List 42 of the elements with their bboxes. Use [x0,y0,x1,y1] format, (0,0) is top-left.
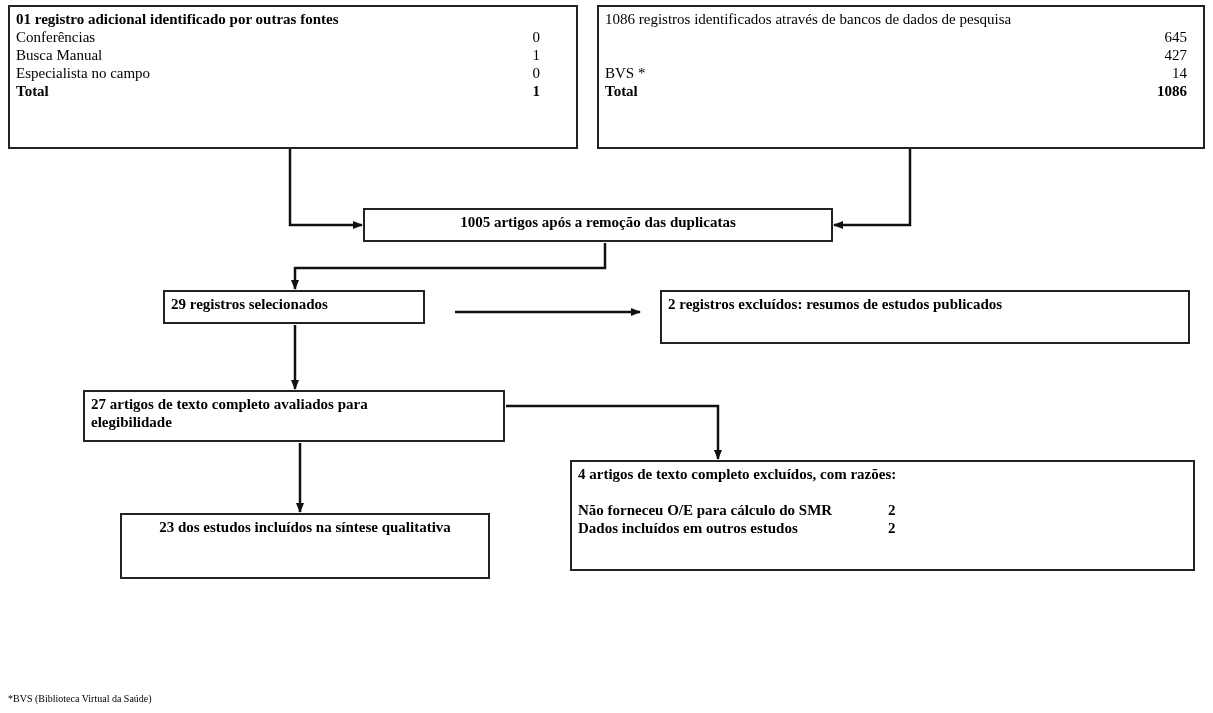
box-text: 1005 artigos após a remoção das duplicatas [459,213,737,231]
arrow [833,149,912,229]
footnote: *BVS (Biblioteca Virtual da Saúde) [8,693,152,704]
arrow [455,308,641,316]
process-box [163,290,425,324]
process-box [660,290,1190,344]
row-value: 645 [1164,28,1187,46]
arrow [288,149,363,229]
row-value: 1 [532,82,540,100]
row-label: Total [16,82,49,100]
process-box [597,5,1205,149]
process-box [363,208,833,242]
row-label: Especialista no campo [16,64,151,82]
arrow [506,404,722,460]
row-label: Total [605,82,638,100]
box-text: 27 artigos de texto completo avaliados para elegibilidade [91,395,369,431]
reason-count: 2 [888,501,896,519]
process-box [570,460,1195,571]
reason-count: 2 [888,519,896,537]
box-text: 2 registros excluídos: resumos de estudos publicados [668,295,1004,313]
row-label: Busca Manual [16,46,103,64]
process-box [8,5,578,149]
box-heading: 4 artigos de texto completo excluídos, com razões: [578,465,898,483]
arrow [291,325,299,390]
row-value: 14 [1172,64,1187,82]
box-text: 23 dos estudos incluídos na síntese qualitativa [158,518,452,536]
row-value: 0 [532,28,540,46]
row-value: 427 [1164,46,1187,64]
row-value: 1086 [1157,82,1187,100]
arrow [291,243,607,290]
reason-text: Dados incluídos em outros estudos [578,519,799,537]
row-value: 1 [532,46,540,64]
row-label: Conferências [16,28,96,46]
row-label: BVS * [605,64,646,82]
reason-text: Não forneceu O/E para cálculo do SMR [578,501,834,519]
box-text: 29 registros selecionados [171,295,329,313]
process-box [120,513,490,579]
arrow [296,443,304,513]
row-value: 0 [532,64,540,82]
box-heading: 1086 registros identificados através de bancos de dados de pesquisa [605,10,1013,28]
process-box [83,390,505,442]
box-heading: 01 registro adicional identificado por outras fontes [16,10,340,28]
